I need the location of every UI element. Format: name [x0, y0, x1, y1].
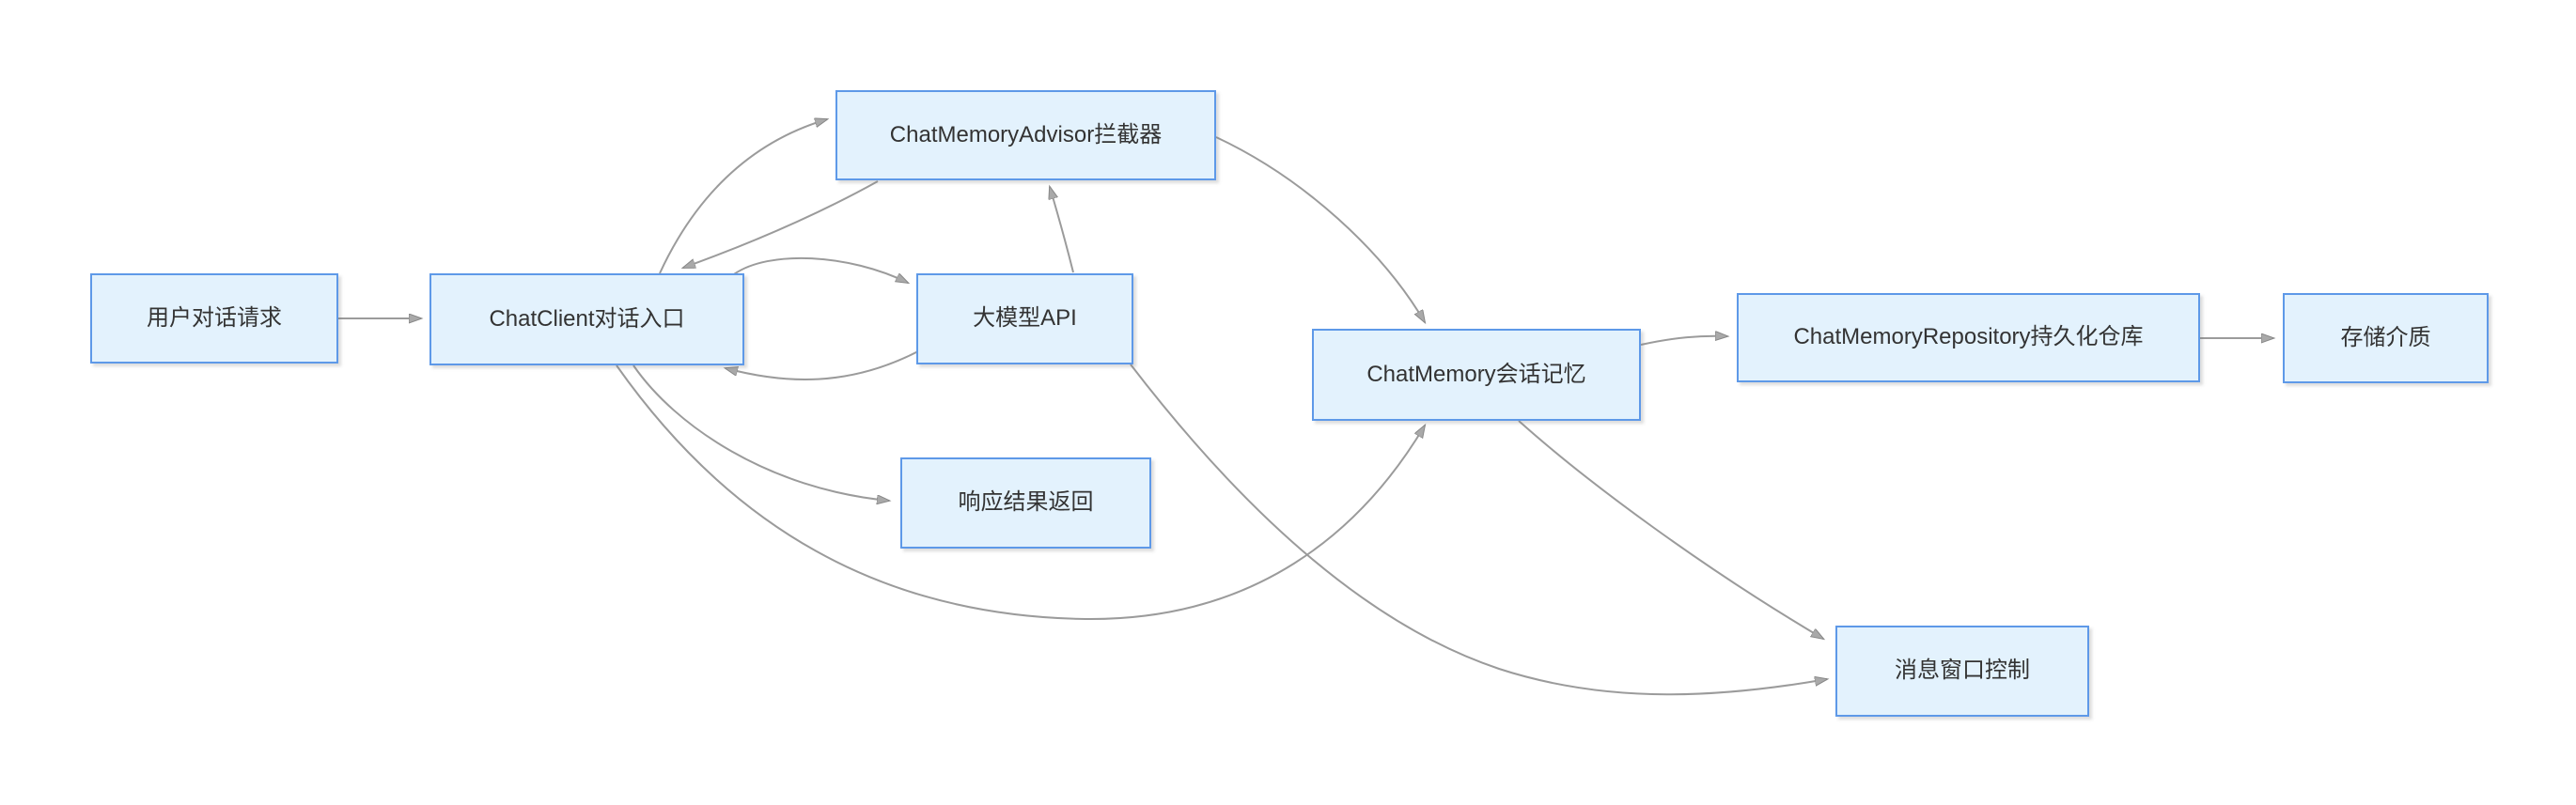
- node-memory-advisor[interactable]: ChatMemoryAdvisor拦截器: [835, 90, 1216, 180]
- edge-chat-memory-to-message-window: [1518, 420, 1823, 639]
- node-llm-api[interactable]: 大模型API: [916, 273, 1133, 364]
- edge-chat-client-to-chat-memory: [616, 364, 1425, 621]
- edge-llm-api-to-chat-client: [726, 350, 919, 380]
- node-response-return-label: 响应结果返回: [958, 489, 1094, 516]
- node-storage-medium[interactable]: 存储介质: [2283, 293, 2489, 383]
- edge-chat-client-to-llm-api: [733, 256, 908, 283]
- node-memory-advisor-label: ChatMemoryAdvisor拦截器: [889, 121, 1163, 147]
- node-chat-memory-label: ChatMemory会话记忆: [1366, 361, 1586, 387]
- node-chat-client[interactable]: ChatClient对话入口: [429, 273, 744, 365]
- edge-llm-api-to-message-window: [1130, 364, 1827, 696]
- node-chat-client-label: ChatClient对话入口: [489, 305, 685, 332]
- node-llm-api-label: 大模型API: [973, 305, 1077, 332]
- node-user-request-label: 用户对话请求: [147, 304, 282, 331]
- node-storage-medium-label: 存储介质: [2340, 324, 2431, 350]
- edge-llm-api-to-memory-advisor: [1050, 187, 1074, 273]
- node-memory-repository-label: ChatMemoryRepository持久化仓库: [1793, 324, 2144, 350]
- edge-chat-client-to-memory-advisor: [659, 119, 827, 274]
- edge-chat-memory-to-memory-repository: [1640, 336, 1727, 346]
- node-message-window[interactable]: 消息窗口控制: [1835, 626, 2089, 717]
- edge-memory-advisor-to-chat-memory: [1215, 136, 1425, 322]
- edge-chat-client-to-response-return: [632, 364, 889, 501]
- node-chat-memory[interactable]: ChatMemory会话记忆: [1312, 329, 1641, 421]
- node-user-request[interactable]: 用户对话请求: [90, 273, 338, 364]
- node-message-window-label: 消息窗口控制: [1895, 658, 2030, 684]
- node-memory-repository[interactable]: ChatMemoryRepository持久化仓库: [1737, 293, 2200, 382]
- node-response-return[interactable]: 响应结果返回: [900, 457, 1151, 549]
- edge-memory-advisor-to-chat-client: [683, 180, 879, 269]
